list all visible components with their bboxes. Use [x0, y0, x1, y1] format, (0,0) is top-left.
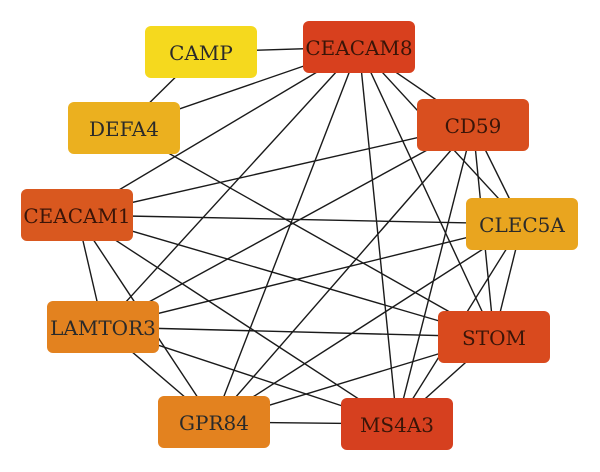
- node-label: CAMP: [169, 41, 233, 65]
- node-ms4a3[interactable]: MS4A3: [341, 398, 453, 450]
- edge-cd59-ceacam1: [76, 124, 474, 216]
- node-ceacam1[interactable]: CEACAM1: [21, 189, 133, 241]
- node-defa4[interactable]: DEFA4: [68, 102, 180, 154]
- node-box: [341, 398, 453, 450]
- node-label: GPR84: [179, 411, 249, 435]
- node-gpr84[interactable]: GPR84: [158, 396, 270, 448]
- node-ceacam8[interactable]: CEACAM8: [303, 21, 415, 73]
- edge-ceacam8-gpr84: [213, 46, 360, 423]
- node-stom[interactable]: STOM: [438, 311, 550, 363]
- node-box: [68, 102, 180, 154]
- edge-ceacam8-lamtor3: [102, 46, 360, 328]
- node-label: CLEC5A: [479, 213, 565, 237]
- node-lamtor3[interactable]: LAMTOR3: [47, 301, 159, 353]
- edge-defa4-stom: [123, 127, 495, 338]
- node-label: STOM: [462, 326, 526, 350]
- node-box: [145, 26, 257, 78]
- node-box: [417, 99, 529, 151]
- node-cd59[interactable]: CD59: [417, 99, 529, 151]
- node-label: CEACAM1: [23, 204, 130, 228]
- edge-ceacam8-ceacam1: [76, 46, 360, 216]
- edge-clec5a-lamtor3: [102, 223, 523, 328]
- edge-cd59-gpr84: [213, 124, 474, 423]
- edge-ceacam1-stom: [76, 214, 495, 338]
- node-clec5a[interactable]: CLEC5A: [466, 198, 578, 250]
- node-camp[interactable]: CAMP: [145, 26, 257, 78]
- edge-ceacam8-ms4a3: [358, 46, 398, 425]
- node-label: DEFA4: [89, 117, 159, 141]
- node-label: CEACAM8: [305, 36, 412, 60]
- node-box: [158, 396, 270, 448]
- node-label: CD59: [445, 114, 502, 138]
- node-box: [303, 21, 415, 73]
- node-box: [21, 189, 133, 241]
- edge-ceacam1-clec5a: [76, 214, 523, 225]
- node-label: LAMTOR3: [50, 316, 156, 340]
- edge-cd59-ms4a3: [396, 124, 474, 425]
- edge-clec5a-gpr84: [213, 223, 523, 423]
- node-box: [438, 311, 550, 363]
- edge-lamtor3-stom: [102, 326, 495, 338]
- edge-ceacam1-ms4a3: [76, 214, 398, 425]
- node-box: [47, 301, 159, 353]
- node-label: MS4A3: [360, 413, 434, 437]
- edge-ceacam8-stom: [358, 46, 495, 338]
- node-box: [466, 198, 578, 250]
- edge-cd59-lamtor3: [102, 124, 474, 328]
